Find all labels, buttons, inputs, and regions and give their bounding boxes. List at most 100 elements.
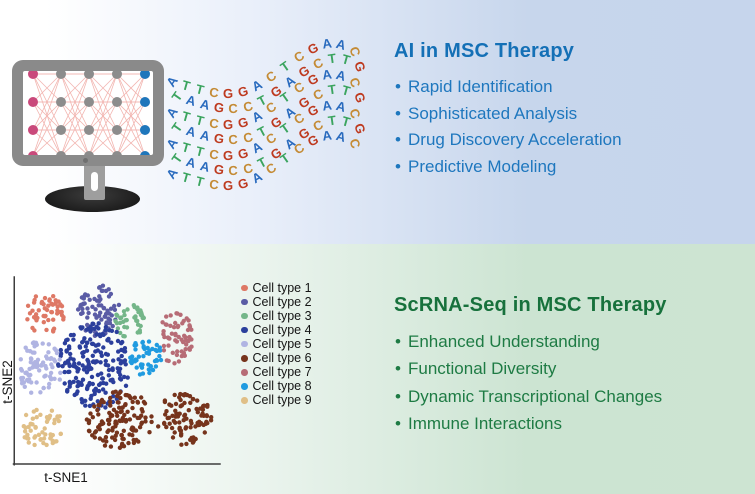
dna-letter: G <box>213 99 226 117</box>
dna-letter: A <box>163 165 181 183</box>
dna-letter: T <box>277 119 293 137</box>
dna-letter: G <box>295 62 313 81</box>
dna-letter: C <box>240 129 255 147</box>
network-node <box>84 71 94 79</box>
dna-letter: C <box>228 132 239 148</box>
dna-letter: T <box>340 113 353 130</box>
dna-letter: C <box>240 160 255 177</box>
dna-letter: T <box>180 107 192 125</box>
legend-dot-icon <box>241 312 248 320</box>
legend-label: Cell type 6 <box>252 351 312 366</box>
dna-letter: C <box>262 98 279 117</box>
legend-dot-icon <box>241 298 248 306</box>
bullet-label: Drug Discovery Acceleration <box>408 130 622 150</box>
cluster-cell-type-2 <box>75 283 122 338</box>
x-axis-label: t-SNE1 <box>44 470 88 485</box>
legend-label: Cell type 4 <box>252 323 312 338</box>
dna-letter: T <box>327 50 338 67</box>
legend-label: Cell type 9 <box>252 393 312 408</box>
neural-network-icon <box>28 71 150 155</box>
bullet-label: Immune Interactions <box>408 413 563 433</box>
cluster-cell-type-4 <box>56 321 130 412</box>
bullet-item: • Functional Diversity <box>395 355 744 382</box>
bullet-label: Functional Diversity <box>408 359 557 379</box>
dna-letter: G <box>305 39 321 58</box>
dna-letter: A <box>198 127 212 145</box>
bullet-label: Enhanced Understanding <box>408 332 600 351</box>
legend-label: Cell type 7 <box>252 365 312 380</box>
network-node <box>112 125 122 135</box>
dna-letter: G <box>235 82 250 101</box>
scrna-bullet-list: • Enhanced Understanding • Functional Di… <box>395 328 744 437</box>
legend-label: Cell type 5 <box>252 337 312 352</box>
bullet-item: • Sophisticated Analysis <box>395 101 744 128</box>
bullet-icon: • <box>395 77 401 96</box>
dna-letter: T <box>277 150 293 168</box>
legend-item: Cell type 5 <box>241 337 312 351</box>
bullet-item: • Enhanced Understanding <box>395 328 744 355</box>
dna-letter: C <box>310 55 326 73</box>
dna-letter: G <box>213 161 226 178</box>
bullet-item: • Dynamic Transcriptional Changes <box>395 383 744 410</box>
legend-dot-icon <box>241 340 248 348</box>
cluster-cell-type-6 <box>84 389 214 450</box>
dna-letter: G <box>223 85 234 102</box>
ai-bullet-list: • Rapid Identification • Sophisticated A… <box>395 74 744 180</box>
monitor-camera-dot <box>83 158 88 163</box>
dna-letter: G <box>223 178 234 194</box>
dna-letter: G <box>351 59 369 75</box>
legend-dot-icon <box>241 397 248 404</box>
dna-letter: T <box>340 82 353 99</box>
dna-letter: A <box>281 103 298 122</box>
dna-letter: C <box>262 129 279 147</box>
dna-letter: G <box>295 93 313 112</box>
y-axis-label: t-SNE2 <box>0 360 15 404</box>
ai-info-block: AI in MSC Therapy • Rapid Identification… <box>394 40 744 180</box>
dna-letter: G <box>351 121 369 136</box>
legend-dot-icon <box>241 369 248 376</box>
dna-letter: A <box>184 123 198 141</box>
dna-letter: T <box>254 92 269 110</box>
dna-letter: G <box>267 82 285 101</box>
dna-letter: G <box>267 144 285 163</box>
network-node <box>140 97 150 107</box>
legend-item: Cell type 9 <box>241 393 312 407</box>
network-node <box>84 97 94 107</box>
dna-letter: C <box>290 47 307 66</box>
bullet-item: • Rapid Identification <box>395 74 744 101</box>
legend-item: Cell type 8 <box>241 379 312 393</box>
legend-dot-icon <box>241 326 248 334</box>
dna-letter: C <box>208 84 220 101</box>
cluster-cell-type-8 <box>128 339 164 377</box>
network-node <box>56 151 66 155</box>
dna-letter: A <box>334 128 348 146</box>
dna-letter: C <box>240 98 255 116</box>
dna-letter: A <box>321 97 333 114</box>
dna-letter: C <box>262 160 279 178</box>
dna-letter: T <box>194 112 206 129</box>
dna-letter: C <box>346 75 364 90</box>
dna-letter: T <box>254 154 269 171</box>
dna-letter: G <box>223 116 234 132</box>
dna-letter: C <box>310 116 326 135</box>
dna-letter: A <box>184 154 198 171</box>
bullet-icon: • <box>395 130 401 150</box>
dna-letter: G <box>235 144 250 162</box>
dna-letter: T <box>168 120 186 136</box>
dna-letter: A <box>334 97 348 115</box>
dna-letter: C <box>208 176 220 193</box>
dna-letter: T <box>194 173 206 191</box>
dna-letter: G <box>305 131 321 150</box>
legend-item: Cell type 6 <box>241 351 312 365</box>
bullet-icon: • <box>395 103 401 123</box>
dna-letter: C <box>290 78 307 97</box>
network-node <box>140 125 150 135</box>
legend-label: Cell type 8 <box>252 379 312 394</box>
cluster-cell-type-5 <box>18 340 63 395</box>
network-node <box>112 151 122 155</box>
dna-letter: G <box>267 113 285 132</box>
bullet-label: Sophisticated Analysis <box>408 103 578 123</box>
dna-letter: T <box>327 112 338 129</box>
